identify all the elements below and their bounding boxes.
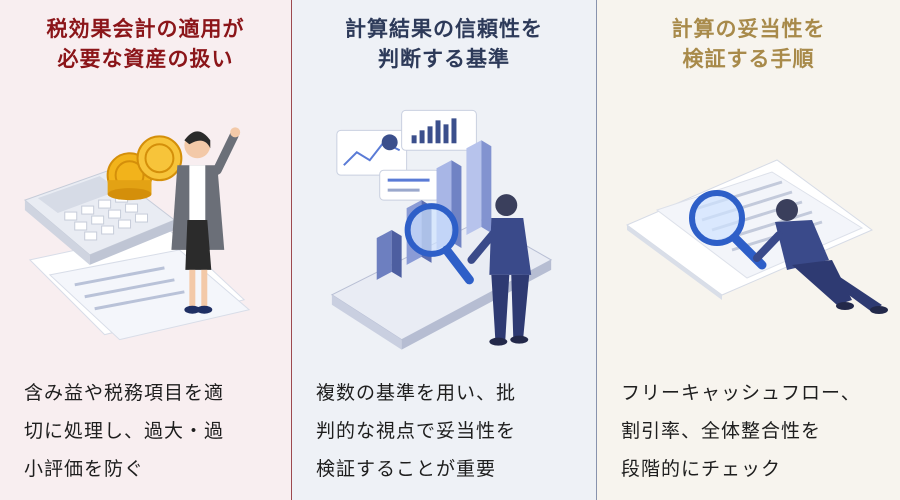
panel-title: 税効果会計の適用が 必要な資産の扱い (0, 14, 291, 74)
desc-line: 切に処理し、過大・過 (24, 420, 225, 442)
panel-description: フリーキャッシュフロー、 割引率、全体整合性を 段階的にチェック (621, 374, 886, 488)
panel-description: 複数の基準を用い、批 判的な視点で妥当性を 検証することが重要 (316, 374, 582, 488)
panel-title-line: 計算結果の信頼性を (345, 17, 543, 41)
panel-description: 含み益や税務項目を適 切に処理し、過大・過 小評価を防ぐ (24, 374, 277, 488)
desc-line: 複数の基準を用い、批 (316, 382, 517, 404)
panel-reliability: 計算結果の信頼性を 判断する基準 (292, 0, 597, 500)
chart-magnifier-illustration (292, 100, 596, 360)
document-magnifier-illustration (597, 100, 900, 360)
panel-title-line: 計算の妥当性を (671, 17, 826, 41)
desc-line: 判的な視点で妥当性を (316, 420, 517, 442)
calculator-coins-person-illustration (0, 100, 291, 360)
desc-line: 段階的にチェック (621, 458, 782, 480)
panel-title: 計算結果の信頼性を 判断する基準 (292, 14, 596, 74)
panel-tax-effect: 税効果会計の適用が 必要な資産の扱い (0, 0, 292, 500)
desc-line: フリーキャッシュフロー、 (621, 382, 861, 404)
panel-title-line: 判断する基準 (378, 47, 510, 71)
desc-line: 含み益や税務項目を適 (24, 382, 225, 404)
panel-title-line: 税効果会計の適用が (46, 17, 245, 41)
panel-title-line: 検証する手順 (682, 47, 815, 71)
desc-line: 割引率、全体整合性を (621, 420, 822, 442)
panel-title-line: 必要な資産の扱い (57, 47, 234, 71)
panel-validation-steps: 計算の妥当性を 検証する手順 (597, 0, 900, 500)
desc-line: 検証することが重要 (316, 458, 497, 480)
panel-title: 計算の妥当性を 検証する手順 (597, 14, 900, 74)
desc-line: 小評価を防ぐ (24, 458, 145, 480)
